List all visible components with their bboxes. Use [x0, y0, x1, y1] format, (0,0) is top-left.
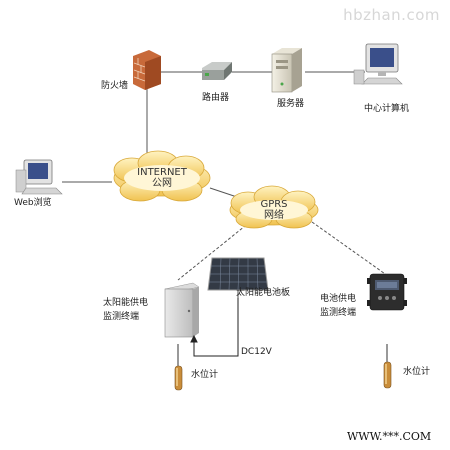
- solar-panel-label: 太阳能电池板: [236, 288, 291, 298]
- gprs-label-line2: 网络: [264, 210, 284, 221]
- battery-terminal-label: 电池供电 监测终端: [320, 292, 356, 320]
- gprs-label-line1: GPRS: [260, 199, 288, 210]
- water-gauge-right-label: 水位计: [403, 367, 431, 377]
- battery-terminal-label-line1: 电池供电: [320, 294, 357, 304]
- server-icon: [271, 48, 302, 93]
- solar-panel-icon: [207, 257, 269, 298]
- battery-terminal-label-line2: 监测终端: [320, 308, 357, 318]
- internet-label-line2: 公网: [152, 178, 172, 189]
- solar-terminal-label-line2: 监测终端: [103, 312, 140, 322]
- wireless-links: [177, 221, 389, 281]
- connection-lines: [62, 71, 365, 199]
- dc-power-wire: [190, 298, 239, 357]
- water-gauge-left-icon: [174, 344, 183, 391]
- solar-terminal-label-line1: 太阳能供电: [103, 298, 149, 308]
- internet-label-line1: INTERNET: [137, 167, 187, 178]
- firewall-label: 防火墙: [101, 81, 129, 91]
- internet-cloud-label: INTERNET 公网: [128, 167, 196, 189]
- water-gauge-left-label: 水位计: [191, 370, 219, 380]
- wireless-to-solar-terminal: [177, 221, 251, 281]
- solar-terminal-label: 太阳能供电 监测终端: [103, 296, 148, 324]
- central-computer-icon: [353, 43, 403, 85]
- dc-voltage-label: DC12V: [241, 347, 272, 357]
- watermark: hbzhan.com: [343, 6, 440, 24]
- firewall-icon: [133, 50, 161, 90]
- central-computer-label: 中心计算机: [364, 104, 410, 114]
- router-icon: [202, 62, 232, 80]
- solar-terminal-cabinet-icon: [164, 282, 200, 338]
- web-browse-label: Web浏览: [14, 198, 52, 208]
- footer-url: WWW.***.COM: [347, 430, 432, 443]
- battery-terminal-icon: [367, 273, 407, 311]
- server-label: 服务器: [277, 99, 305, 109]
- wireless-to-battery-terminal: [311, 221, 389, 277]
- water-gauge-right-icon: [383, 344, 392, 389]
- web-computer-icon: [15, 159, 63, 195]
- gprs-cloud-label: GPRS 网络: [244, 199, 304, 221]
- router-label: 路由器: [202, 93, 230, 103]
